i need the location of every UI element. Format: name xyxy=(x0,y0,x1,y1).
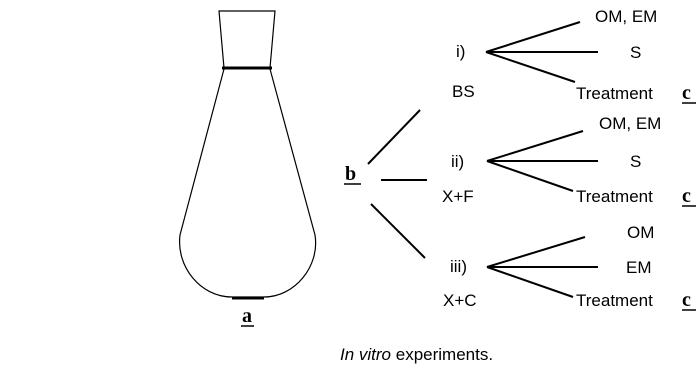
branch-1-outcome-2: S xyxy=(630,43,641,62)
branch-2: ii) X+F OM, EM S Treatment c xyxy=(442,114,696,207)
branch-1-line-top xyxy=(485,21,581,53)
branch-2-group: X+F xyxy=(442,187,474,206)
branch-2-line-top xyxy=(486,130,584,162)
branch-2-line-bottom xyxy=(486,160,574,192)
branch-3: iii) X+C OM EM Treatment c xyxy=(443,223,696,311)
connector-to-branch-3 xyxy=(370,203,426,259)
branch-2-outcome-1: OM, EM xyxy=(599,114,661,133)
branch-2-outcome-3: Treatment xyxy=(576,187,653,206)
flask-label: a xyxy=(242,305,252,327)
branch-1: i) BS OM, EM S Treatment c xyxy=(452,7,696,104)
branch-1-group: BS xyxy=(452,82,475,101)
branch-2-link: c xyxy=(682,185,691,207)
branch-3-group: X+C xyxy=(443,291,477,310)
branch-3-outcome-3: Treatment xyxy=(576,291,653,310)
branch-3-outcome-2: EM xyxy=(626,258,652,277)
branch-3-index: iii) xyxy=(450,257,467,276)
branch-1-outcome-1: OM, EM xyxy=(595,7,657,26)
branch-2-outcome-2: S xyxy=(630,152,641,171)
hub-label: b xyxy=(345,163,356,185)
caption: In vitro experiments. xyxy=(340,345,493,364)
branch-2-index: ii) xyxy=(451,152,464,171)
caption-rest: experiments. xyxy=(391,345,493,364)
flask-icon xyxy=(178,10,317,300)
flask-body xyxy=(178,68,317,298)
branch-1-index: i) xyxy=(456,42,465,61)
branch-3-line-bottom xyxy=(486,266,574,298)
branch-1-line-bottom xyxy=(485,51,576,83)
branch-3-outcome-1: OM xyxy=(627,223,654,242)
branch-3-link: c xyxy=(682,289,691,311)
branch-1-link: c xyxy=(682,82,691,104)
connector-to-branch-1 xyxy=(367,109,421,165)
caption-italic: In vitro xyxy=(340,345,391,364)
branch-3-line-top xyxy=(486,236,586,268)
flask-neck xyxy=(218,10,276,69)
branch-1-outcome-3: Treatment xyxy=(576,84,653,103)
